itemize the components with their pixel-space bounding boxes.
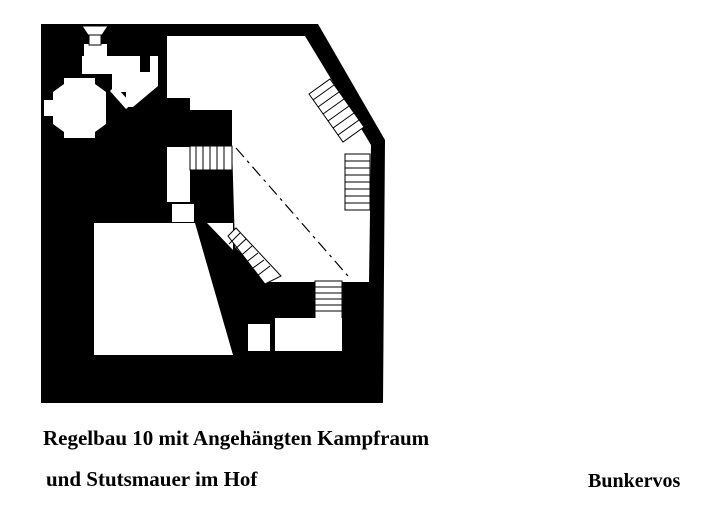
passage-small: [172, 204, 194, 222]
credit-label: Bunkervos: [588, 470, 681, 492]
corridor-upper: [167, 147, 190, 202]
stair-upper-middle: [189, 145, 233, 171]
small-room-upper-left: [82, 44, 158, 107]
floor-plan: [41, 24, 385, 403]
room-bottom-left: [248, 324, 270, 351]
dashed-diagonal: [235, 147, 349, 277]
courtyard-wall-fix: [233, 245, 245, 355]
room-bottom-right: [275, 318, 342, 351]
stair-right: [344, 153, 371, 211]
diagonal-slot: [110, 86, 132, 109]
caption-line-2: und Stutsmauer im Hof: [46, 467, 258, 491]
stair-diagonal-lower: [227, 227, 282, 285]
stair-lower-right: [314, 280, 343, 322]
embrasure: [81, 25, 109, 36]
embrasure-core: [88, 34, 102, 46]
courtyard-corner: [195, 223, 245, 355]
caption-line-1: Regelbau 10 mit Angehängten Kampfraum: [43, 426, 430, 450]
stair-diagonal-upper-right: [308, 78, 365, 143]
turret-room: [44, 78, 106, 138]
